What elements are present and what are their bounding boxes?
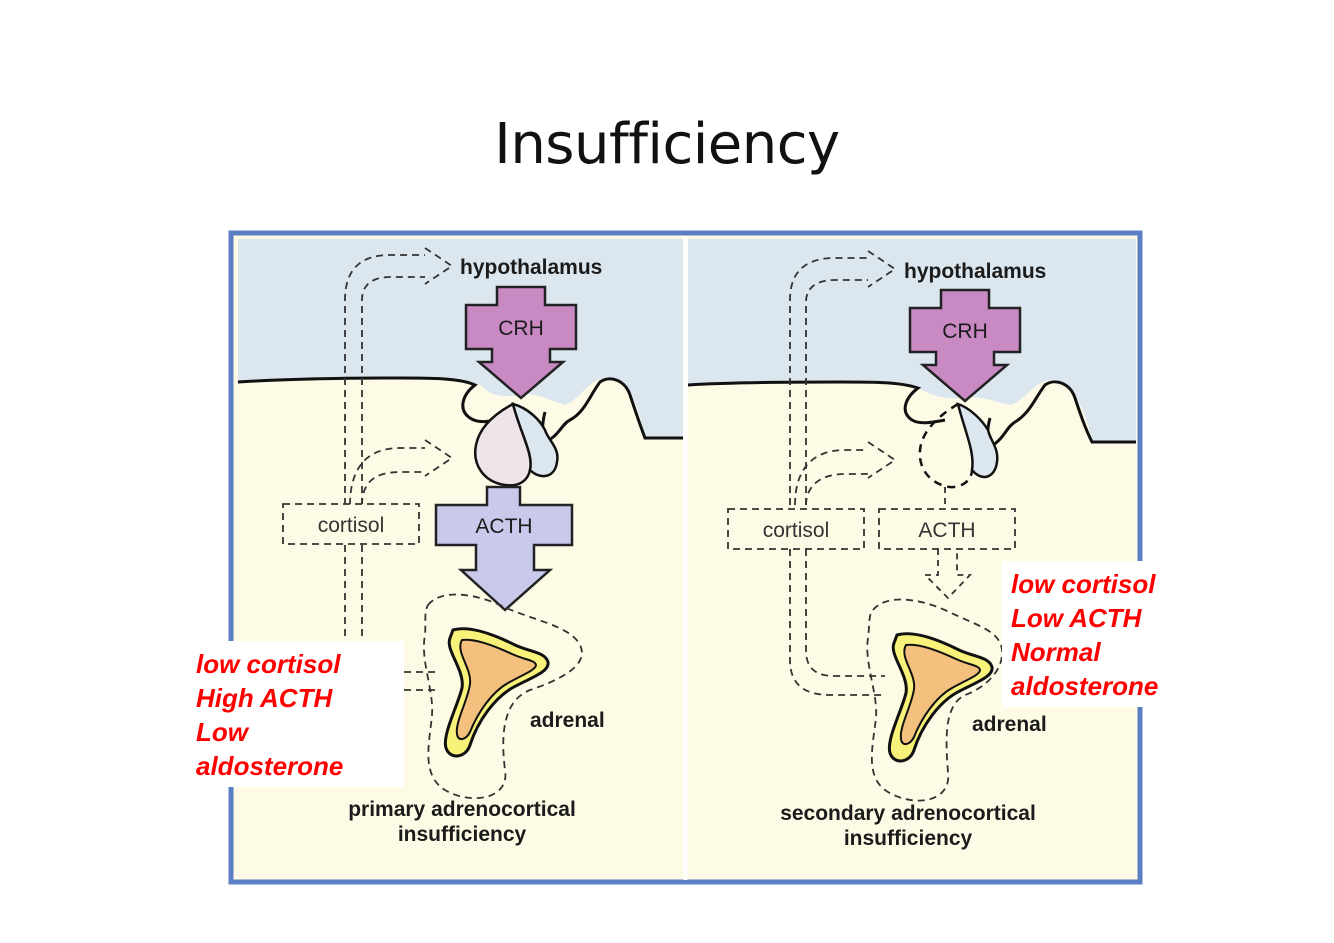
right-pituitary-posterior: [956, 402, 999, 479]
note-line: Low: [196, 717, 248, 747]
note-line: Low ACTH: [1011, 603, 1142, 633]
right-hypothalamus-label: hypothalamus: [904, 260, 1046, 283]
primary-lab-findings-note: low cortisol High ACTH Low aldosterone: [186, 641, 404, 787]
note-line: High ACTH: [196, 683, 333, 713]
left-acth-arrow: [434, 485, 574, 612]
right-caption-line2: insufficiency: [844, 827, 973, 850]
right-crh-arrow: [908, 288, 1022, 403]
left-feedback-short-inner: [361, 471, 425, 506]
right-crh-label: CRH: [942, 320, 988, 343]
right-acth-dashed-arrow: [922, 487, 973, 600]
left-crh-arrow: [464, 285, 578, 400]
right-adrenal-cortex: [899, 643, 982, 745]
right-acth-box: [878, 508, 1016, 550]
left-pituitary-posterior: [511, 402, 559, 478]
note-line: Normal: [1011, 637, 1101, 667]
left-acth-label: ACTH: [475, 515, 532, 538]
right-pituitary-anterior-missing: [918, 402, 974, 489]
left-cortisol-label: cortisol: [318, 514, 385, 537]
left-feedback-long-inner: [361, 276, 425, 505]
left-brain-region: [238, 239, 683, 438]
note-line: aldosterone: [196, 751, 344, 781]
right-cortisol-label: cortisol: [763, 519, 830, 542]
right-brain-edge: [687, 380, 946, 425]
left-panel-primary: hypothalamus CRH ACTH cortisol adrenal p…: [237, 239, 683, 846]
right-feedback-short-head: [867, 441, 897, 479]
right-feedback-long-inner: [805, 279, 868, 505]
left-adrenal-label: adrenal: [530, 709, 605, 732]
left-caption-line1: primary adrenocortical: [348, 798, 576, 821]
right-feedback-long: [789, 257, 868, 505]
right-acth-label: ACTH: [918, 519, 975, 542]
left-feedback-short: [349, 447, 425, 506]
left-feedback-long: [344, 254, 425, 505]
note-line: low cortisol: [1011, 569, 1156, 599]
left-feedback-long-head: [424, 247, 454, 285]
left-adrenal-cortex: [455, 638, 538, 740]
right-feedback-long-head: [867, 250, 897, 288]
left-hypothalamus-label: hypothalamus: [460, 256, 602, 279]
right-panel-secondary: hypothalamus CRH ACTH cortisol adrenal s…: [687, 239, 1136, 850]
right-cortisol-path: [789, 549, 885, 696]
secondary-lab-findings-note: low cortisol Low ACTH Normal aldosterone: [1002, 561, 1184, 707]
right-adrenal-label: adrenal: [972, 713, 1047, 736]
slide-title: Insufficiency: [494, 112, 840, 177]
left-caption-line2: insufficiency: [398, 823, 527, 846]
right-caption-line1: secondary adrenocortical: [780, 802, 1036, 825]
left-brain-edge: [237, 376, 506, 424]
right-feedback-short-inner: [805, 473, 868, 506]
left-cortisol-box: [282, 503, 420, 545]
right-adrenal-outline: [866, 598, 1003, 802]
right-cortisol-box: [727, 508, 865, 550]
note-line: low cortisol: [196, 649, 341, 679]
left-feedback-short-head: [424, 439, 454, 477]
left-crh-label: CRH: [498, 317, 544, 340]
note-line: aldosterone: [1011, 671, 1159, 701]
